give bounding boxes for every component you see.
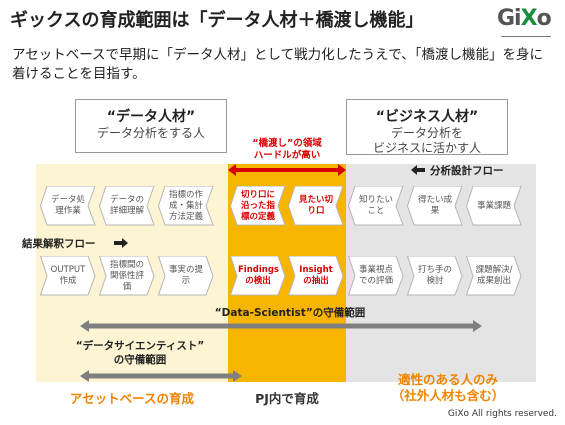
asset-training-label: アセットベースの育成 [69, 391, 195, 406]
copyright: GiXo All rights reserved. [447, 409, 557, 419]
bottom_row-step-label: Findingsの検出 [238, 265, 279, 286]
bridge-note: “橋渡し”の領域 ハードルが高い [234, 138, 340, 162]
bottom_row-step-label: 事実の提示 [168, 265, 203, 286]
bottom_row-step-3: 事実の提示 [158, 256, 214, 296]
result-flow-label: 結果解釈フロー [22, 238, 96, 250]
top_row-step-label: データ処理作業 [50, 195, 85, 216]
top_row-step-label: 指標の作成・集計方法定義 [168, 189, 203, 222]
left-arrow-icon [411, 165, 425, 175]
bottom_row-step-label: 事業視点での評価 [358, 265, 393, 286]
top_row-step-5: 見たい切り口 [288, 186, 344, 226]
top_row-step-label: 切り口に沿った指標の定義 [240, 189, 275, 222]
ds-jp-scope-label: “データサイエンティスト” の守備範囲 [60, 339, 220, 367]
bottom_row-step-label: 指標間の関係性評価 [109, 259, 144, 292]
top_row-step-1: データ処理作業 [40, 186, 96, 226]
gixo-logo: GiXo [497, 4, 555, 44]
top_row-step-7: 得たい成果 [407, 186, 463, 226]
top_row-step-6: 知りたいこと [348, 186, 404, 226]
bottom_row-step-4: Findingsの検出 [230, 256, 286, 296]
bridge-note-line2: ハードルが高い [253, 150, 321, 161]
top_row-step-label: データの詳細理解 [109, 195, 144, 216]
bridge-double-arrow [228, 164, 346, 176]
lead-text: アセットベースで早期に「データ人材」として戦力化したうえで、「橋渡し機能」を身に… [12, 47, 543, 82]
bottom_row-step-label: 課題解決/成果創出 [475, 265, 513, 286]
biz-talent-sub1: データ分析を [390, 126, 463, 140]
right-arrow-icon [114, 238, 128, 248]
pj-training-label: PJ内で育成 [255, 391, 319, 406]
top_row-step-label: 事業課題 [476, 200, 511, 211]
fit-label-line1: 適性のある人のみ [397, 372, 498, 387]
data-scientist-scope-label: “Data-Scientist”の守備範囲 [214, 307, 366, 319]
top_row-step-4: 切り口に沿った指標の定義 [230, 186, 286, 226]
biz-talent-heading: “ビジネス人材” [375, 109, 479, 125]
top_row-step-8: 事業課題 [466, 186, 522, 226]
ds-jp-scope-line1: “データサイエンティスト” [75, 340, 205, 352]
bottom_row-step-8: 課題解決/成果創出 [466, 256, 522, 296]
page-title: ギックスの育成範囲は「データ人材＋橋渡し機能」 [10, 10, 424, 31]
bottom_row-step-label: 打ち手の検討 [417, 265, 452, 286]
bottom_row-step-7: 打ち手の検討 [407, 256, 463, 296]
data-scientist-scope-arrow [80, 320, 482, 332]
fit-label-line2: （社外人材も含む） [391, 388, 505, 403]
top_row-step-2: データの詳細理解 [99, 186, 155, 226]
top_row-step-label: 知りたいこと [358, 195, 393, 216]
ds-jp-scope-arrow [80, 370, 242, 382]
bottom_row-step-1: OUTPUT作成 [40, 256, 96, 296]
ds-jp-scope-line2: の守備範囲 [113, 354, 167, 366]
data-talent-box: “データ人材” データ分析をする人 [75, 99, 227, 153]
data-talent-sub: データ分析をする人 [96, 126, 205, 140]
fit-label: 適性のある人のみ （社外人材も含む） [360, 372, 536, 404]
top_row-step-label: 見たい切り口 [298, 195, 333, 216]
bridge-note-line1: “橋渡し”の領域 [252, 138, 322, 149]
top_row-step-label: 得たい成果 [417, 195, 452, 216]
bottom_row-step-label: OUTPUT作成 [50, 265, 86, 286]
top_row-step-3: 指標の作成・集計方法定義 [158, 186, 214, 226]
design-flow-label: 分析設計フロー [430, 165, 504, 177]
bottom_row-step-2: 指標間の関係性評価 [99, 256, 155, 296]
biz-talent-sub2: ビジネスに活かす人 [372, 141, 481, 155]
bottom_row-step-label: Insightの抽出 [299, 265, 333, 286]
biz-talent-box: “ビジネス人材” データ分析を ビジネスに活かす人 [346, 99, 508, 155]
data-talent-heading: “データ人材” [106, 109, 196, 125]
bottom_row-step-6: 事業視点での評価 [348, 256, 404, 296]
bottom_row-step-5: Insightの抽出 [288, 256, 344, 296]
